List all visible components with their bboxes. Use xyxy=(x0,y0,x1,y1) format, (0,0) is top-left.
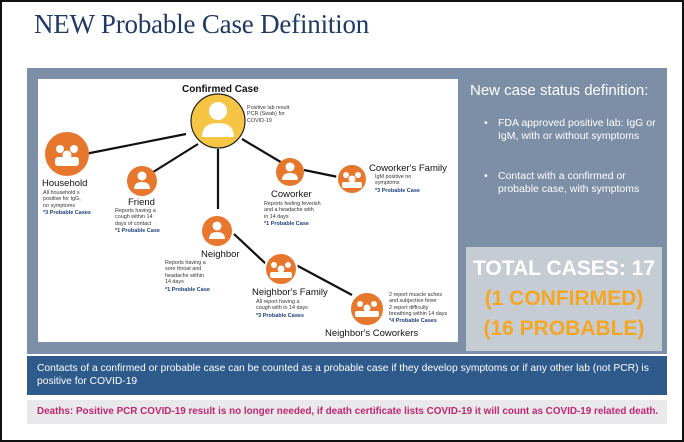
link-family-coworkers xyxy=(295,264,353,296)
desc-line: PCR (Swab) for xyxy=(247,111,285,118)
contact-network-graphic xyxy=(45,93,385,327)
friend-desc: Reports having a cough within 14 days of… xyxy=(115,208,156,227)
desc-line: 2 report difficulty xyxy=(389,304,429,311)
neighbor-desc: Reports having a sore throat and headach… xyxy=(165,260,206,285)
coworker-count: *1 Probable Case xyxy=(264,221,309,227)
desc-line: positive for IgG, xyxy=(43,196,81,203)
neighbors-family-desc: All report having a cough with in 14 day… xyxy=(256,299,308,312)
desc-line: Positive lab result xyxy=(247,105,290,111)
household-node xyxy=(45,132,89,176)
neighbors-family-label: Neighbor's Family xyxy=(252,287,328,298)
bullet-dot-icon: • xyxy=(484,170,488,182)
desc-line: days of contact xyxy=(115,220,152,227)
coworkers-family-count: *3 Probable Case xyxy=(375,188,420,194)
link-confirmed-household xyxy=(79,132,187,157)
friend-label: Friend xyxy=(128,197,155,208)
group-icon xyxy=(270,262,292,278)
friend-node xyxy=(127,166,157,196)
desc-line: symptoms xyxy=(375,180,400,187)
contact-diagram: Confirmed Case Positive lab result PCR (… xyxy=(38,79,458,342)
household-count: *3 Probable Cases xyxy=(43,210,91,216)
deaths-note-text: Deaths: Positive PCR COVID-19 result is … xyxy=(37,406,659,417)
person-icon xyxy=(212,221,222,231)
coworker-node xyxy=(276,158,304,186)
desc-line: in 14 days xyxy=(264,213,289,220)
desc-line: no symptoms xyxy=(43,202,76,209)
definition-bullet-2: • Contact with a confirmed or probable c… xyxy=(484,170,658,196)
desc-line: COVID-19 xyxy=(247,117,272,124)
neighbors-coworkers-count: *4 Probable Cases xyxy=(389,318,437,324)
neighbor-count: *1 Probable Case xyxy=(165,287,210,293)
desc-line: 14 days xyxy=(165,278,184,285)
neighbor-label: Neighbor xyxy=(201,249,240,260)
definition-bullet-1: • FDA approved positive lab: IgG or IgM,… xyxy=(484,117,658,143)
confirmed-case-label: Confirmed Case xyxy=(182,84,259,95)
neighbors-coworkers-label: Neighbor's Coworkers xyxy=(325,328,419,339)
coworkers-family-label: Coworker's Family xyxy=(369,163,447,174)
coworkers-family-node xyxy=(336,163,368,195)
bullet-dot-icon: • xyxy=(484,117,488,129)
link-confirmed-coworker xyxy=(241,138,285,165)
coworker-label: Coworker xyxy=(271,189,312,200)
group-icon xyxy=(355,301,379,317)
total-cases: TOTAL CASES: 17 xyxy=(472,257,656,280)
desc-line: cough within 14 xyxy=(115,214,153,221)
total-probable: (16 PROBABLE) xyxy=(483,317,645,340)
definition-heading: New case status definition: xyxy=(470,82,649,99)
neighbor-node xyxy=(202,216,232,246)
bullet-text: FDA approved positive lab: IgG or IgM, w… xyxy=(498,117,656,142)
neighbors-family-count: *3 Probable Cases xyxy=(256,313,304,319)
connector-lines xyxy=(79,132,353,296)
desc-line: and a headache with xyxy=(264,207,314,214)
contacts-note-text: Contacts of a confirmed or probable case… xyxy=(37,363,649,387)
totals-background xyxy=(466,247,662,351)
desc-line: Reports having a xyxy=(165,260,206,266)
desc-line: and subjective fever xyxy=(389,298,437,305)
link-coworker-family xyxy=(303,168,339,179)
desc-line: headache within xyxy=(165,272,204,279)
link-neighbor-family xyxy=(233,233,267,265)
desc-line: IgM positive no xyxy=(375,174,412,180)
coworkers-family-desc: IgM positive no symptoms xyxy=(375,174,411,187)
neighbors-coworkers-desc: 2 report muscle aches and subjective fev… xyxy=(389,292,447,317)
friend-count: *1 Probable Case xyxy=(115,228,160,234)
desc-line: Reports having a xyxy=(115,208,156,214)
desc-line: Reports feeling feverish xyxy=(264,201,321,207)
person-icon xyxy=(209,102,227,120)
desc-line: All household s xyxy=(43,190,80,196)
desc-line: sore throat and xyxy=(165,266,202,273)
group-icon xyxy=(342,172,362,188)
household-desc: All household s positive for IgG, no sym… xyxy=(43,190,81,209)
group-icon xyxy=(55,145,79,166)
person-icon xyxy=(137,171,147,181)
deaths-note-bar: Deaths: Positive PCR COVID-19 result is … xyxy=(27,400,667,424)
desc-line: All report having a xyxy=(256,299,300,305)
confirmed-case-node xyxy=(190,93,246,149)
person-icon xyxy=(285,162,295,172)
neighbors-coworkers-node xyxy=(349,291,385,327)
neighbors-family-node xyxy=(264,252,298,286)
household-label: Household xyxy=(42,178,88,189)
page-title: NEW Probable Case Definition xyxy=(34,9,370,39)
contacts-note-bar: Contacts of a confirmed or probable case… xyxy=(27,356,667,395)
bullet-text: Contact with a confirmed or probable cas… xyxy=(498,170,640,195)
desc-line: breathing within 14 days xyxy=(389,310,448,317)
desc-line: cough with in 14 days xyxy=(256,305,308,312)
confirmed-case-desc: Positive lab result PCR (Swab) for COVID… xyxy=(247,105,289,124)
coworker-desc: Reports feeling feverish and a headache … xyxy=(264,201,321,220)
totals-box xyxy=(466,247,662,351)
desc-line: 2 report muscle aches xyxy=(389,292,443,298)
total-confirmed: (1 CONFIRMED) xyxy=(484,287,644,310)
